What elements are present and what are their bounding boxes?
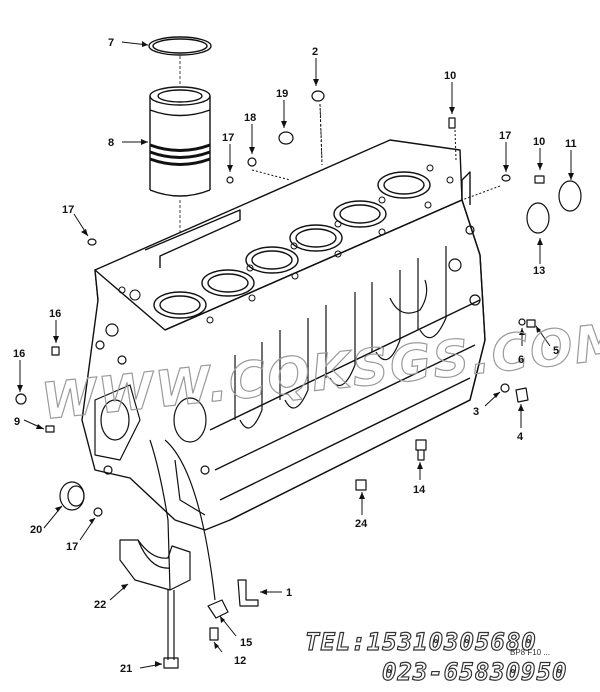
ring-17-d [93, 507, 103, 517]
cylinder-liner [149, 86, 211, 197]
bolt-21 [163, 590, 179, 669]
callout-label: 15 [240, 637, 252, 649]
o-ring-top [148, 36, 212, 56]
fitting-15 [207, 599, 229, 619]
callout-label: 18 [244, 112, 256, 124]
callout-label: 5 [553, 345, 559, 357]
callout-label: 1 [286, 587, 292, 599]
contact-phone: 023-65830950 [381, 657, 568, 686]
elbow-fitting-1 [237, 579, 259, 607]
callout-label: 19 [276, 88, 288, 100]
callout-label: 11 [565, 138, 577, 150]
callout-label: 9 [14, 416, 20, 428]
plug-6 [518, 318, 526, 326]
plug-5 [526, 319, 536, 328]
ring-11 [558, 180, 582, 212]
callout-label: 13 [533, 265, 545, 277]
plug-4 [515, 387, 529, 403]
plug-10-b [534, 175, 545, 184]
bearing-cap-22 [119, 539, 191, 591]
ring-16 [15, 393, 27, 405]
callout-label: 17 [499, 130, 511, 142]
callout-label: 6 [518, 354, 524, 366]
callout-label: 2 [312, 46, 318, 58]
plug-19 [278, 131, 294, 145]
plug-24 [355, 479, 367, 491]
callout-label: 10 [533, 136, 545, 148]
callout-label: 22 [94, 599, 106, 611]
callout-label: 4 [517, 431, 524, 443]
callout-label: 21 [120, 663, 132, 675]
callout-label: 17 [62, 204, 74, 216]
plug-2 [311, 90, 325, 102]
callout-label: 7 [108, 37, 114, 49]
callout-label: 12 [234, 655, 246, 667]
leader-arrowheads [17, 41, 574, 667]
fitting-12 [209, 627, 219, 641]
stamp-text: BP8 F10 ... [510, 648, 551, 657]
plug-10-a [448, 117, 456, 129]
ring-17-a [226, 176, 234, 184]
plug-16 [51, 346, 60, 356]
callout-label: 3 [473, 406, 479, 418]
contact-tel: TEL:15310305680 [304, 627, 537, 656]
plug-18 [247, 157, 257, 167]
callout-label: 16 [49, 308, 61, 320]
callout-label: 17 [66, 541, 78, 553]
cup-plug-20 [59, 481, 85, 511]
callout-labels: 7 8 2 19 18 17 10 17 10 11 13 17 16 16 9… [13, 37, 577, 675]
callout-label: 14 [413, 484, 426, 496]
ring-17-b [501, 174, 511, 182]
plug-3 [500, 383, 510, 393]
o-ring-top-inner [152, 38, 208, 54]
callout-label: 17 [222, 132, 234, 144]
callout-label: 10 [444, 70, 456, 82]
callout-label: 24 [355, 518, 368, 530]
callout-label: 16 [13, 348, 25, 360]
callout-label: 20 [30, 524, 42, 536]
fitting-14 [415, 439, 427, 461]
callout-label: 8 [108, 137, 114, 149]
ring-17-c [87, 238, 97, 246]
plug-9 [45, 425, 55, 433]
oil-tube [149, 439, 216, 601]
ring-13 [526, 202, 550, 234]
